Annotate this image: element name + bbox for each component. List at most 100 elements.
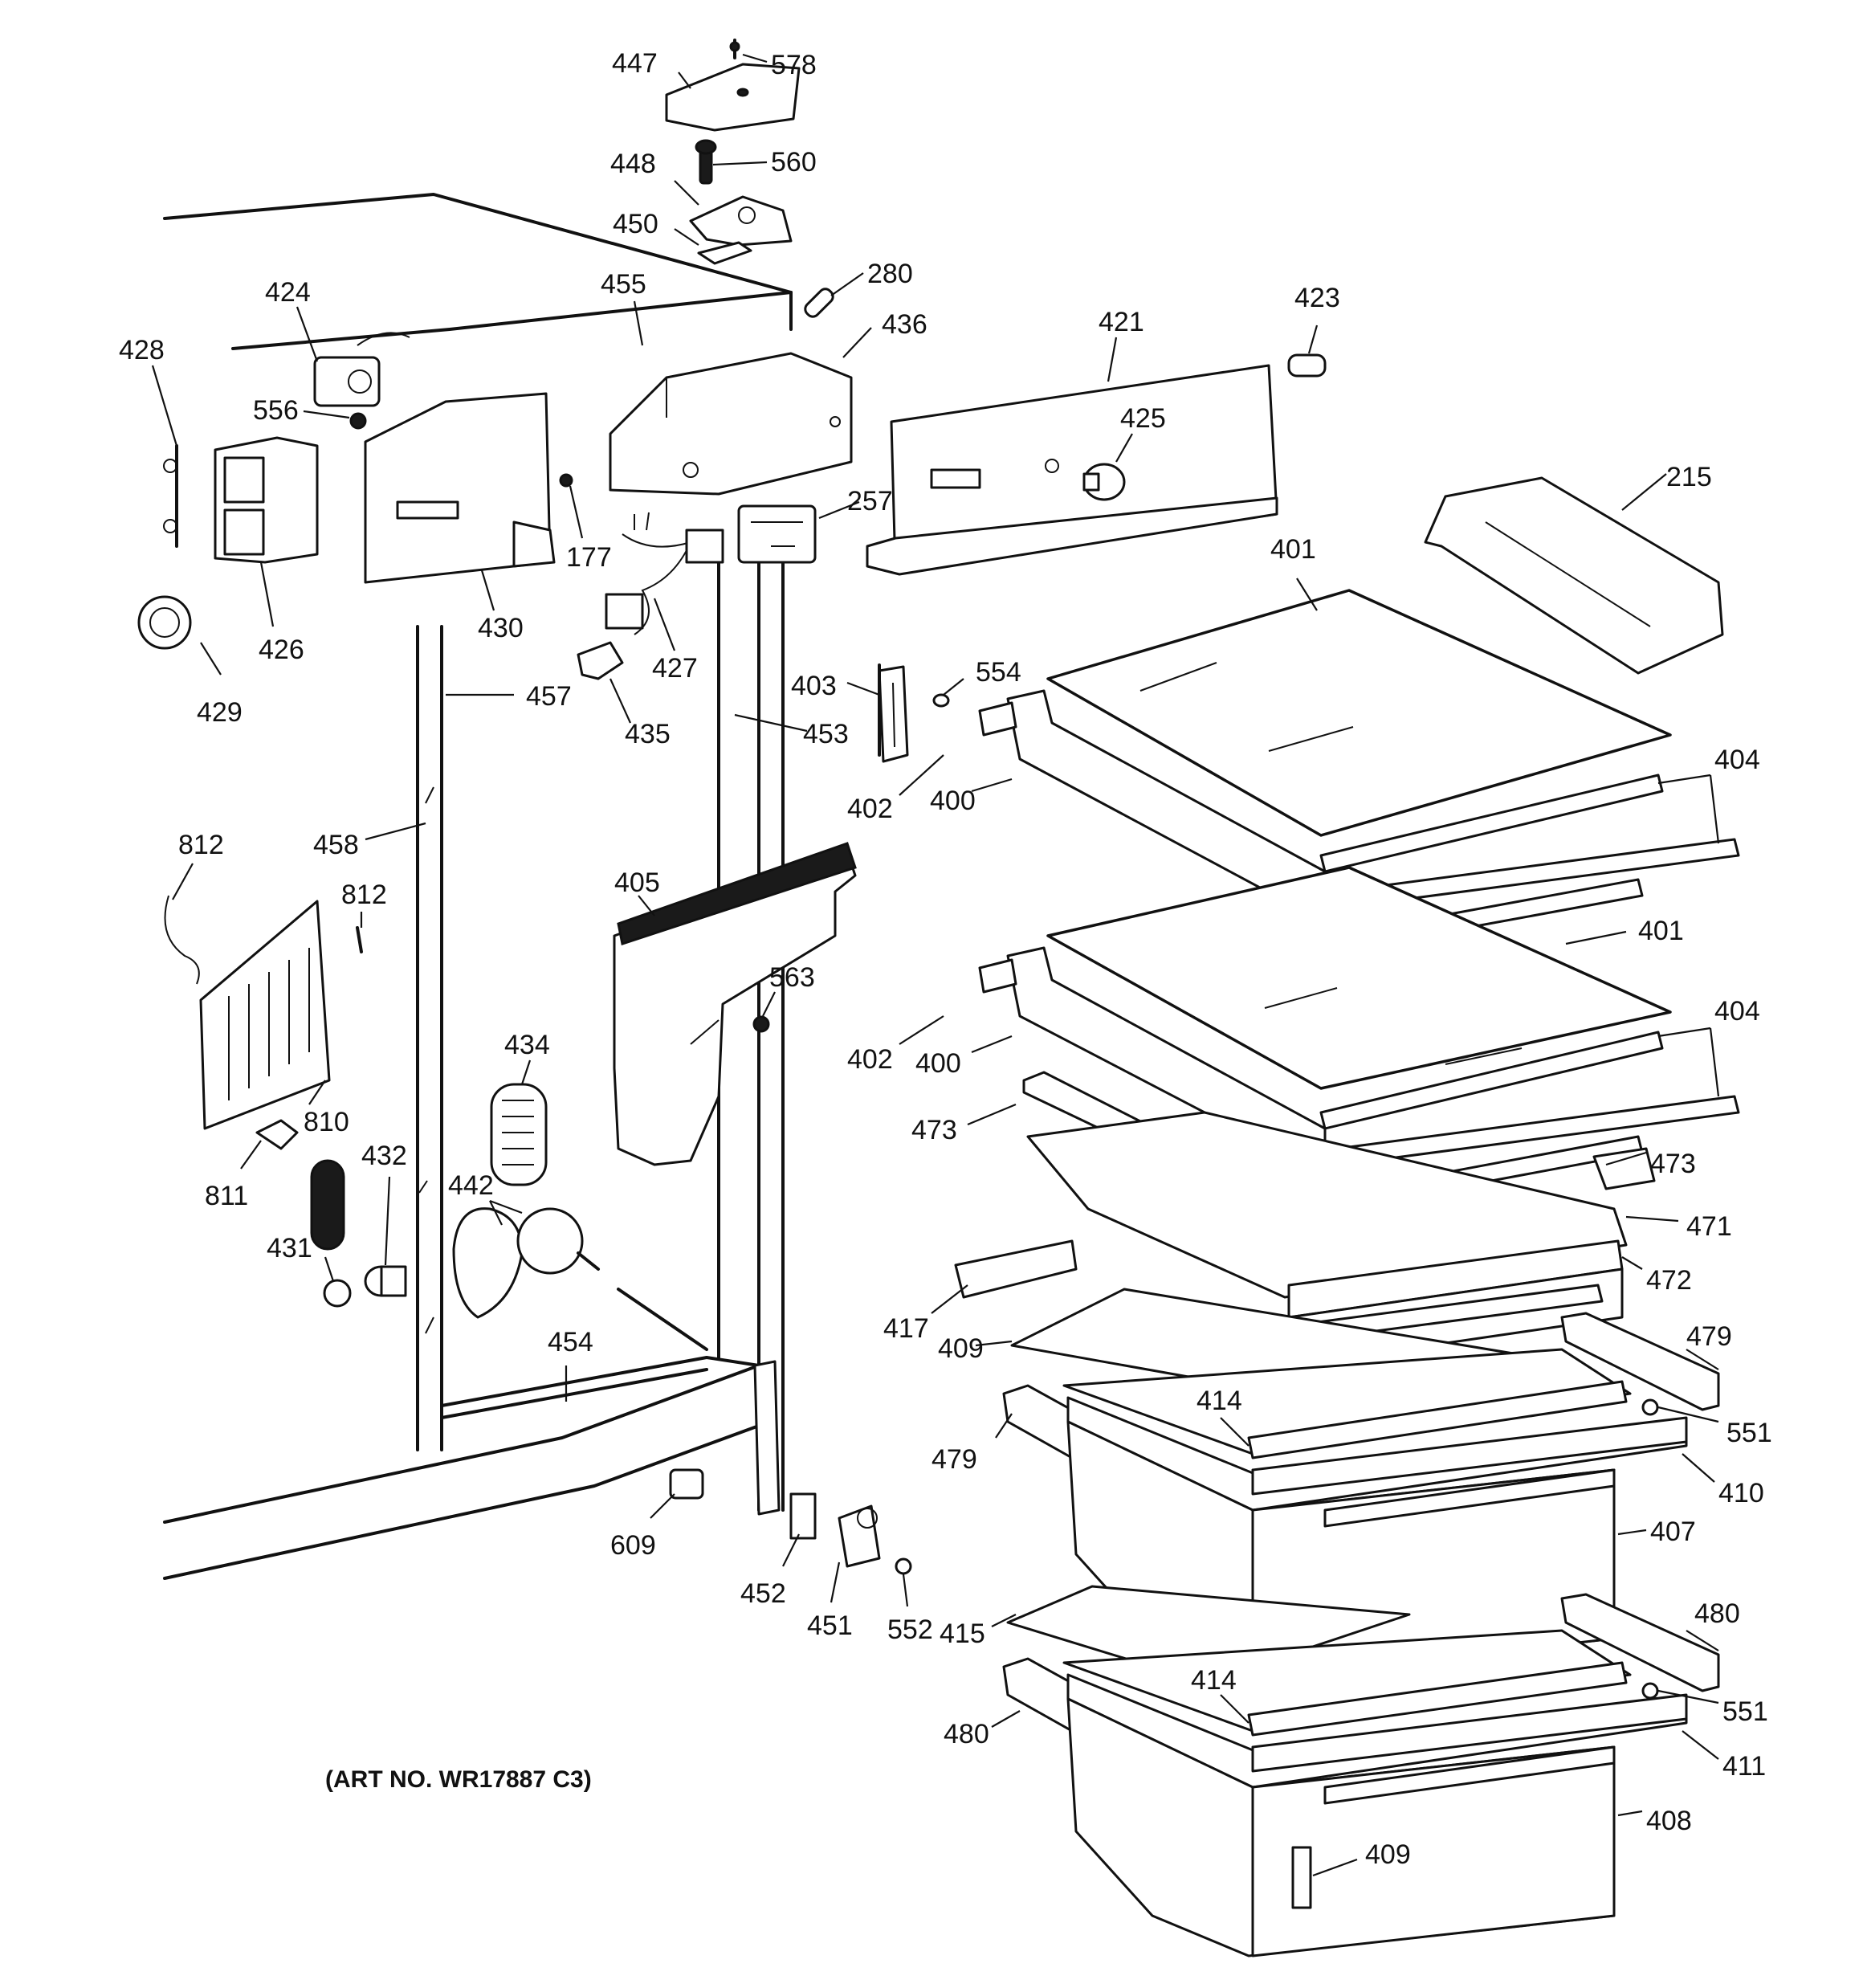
callout-423: 423 (1294, 283, 1340, 313)
screw-556 (349, 412, 367, 430)
callout-425: 425 (1120, 403, 1166, 434)
screw-177 (559, 473, 573, 488)
crisper-cover-414-upper (1062, 1348, 1632, 1459)
callout-257: 257 (847, 486, 893, 516)
frame-410 (1251, 1416, 1688, 1496)
slide-480-right (1560, 1593, 1720, 1692)
glass-shelf-lower (1046, 866, 1672, 1090)
callout-471: 471 (1686, 1211, 1732, 1242)
callout-421: 421 (1099, 307, 1144, 337)
callout-448: 448 (610, 149, 656, 179)
relay-257 (737, 504, 817, 564)
callout-551-upper: 551 (1726, 1418, 1772, 1448)
callout-560: 560 (771, 147, 817, 178)
callout-177: 177 (566, 542, 612, 573)
callout-415: 415 (940, 1619, 985, 1649)
callout-554: 554 (976, 657, 1021, 688)
callout-402-upper: 402 (847, 794, 893, 824)
callout-431: 431 (267, 1233, 312, 1263)
bracket-405 (613, 842, 857, 1166)
leader-lines (151, 53, 1720, 1877)
thermostat-424 (313, 332, 410, 407)
callout-812-right: 812 (341, 880, 387, 910)
callout-404-lower: 404 (1714, 996, 1760, 1027)
hinge-screw (729, 39, 740, 59)
callout-452: 452 (740, 1578, 786, 1609)
callout-215: 215 (1666, 462, 1712, 492)
slide-479-right (1560, 1312, 1720, 1411)
callout-428: 428 (119, 335, 165, 365)
callout-458: 458 (313, 830, 359, 860)
callout-400-upper: 400 (930, 786, 976, 816)
callout-450: 450 (613, 209, 658, 239)
screw-551-upper (1641, 1398, 1659, 1416)
callout-435: 435 (625, 719, 671, 749)
callout-436: 436 (882, 309, 927, 340)
control-box-cover (364, 392, 556, 584)
crisper-drawer-408 (1066, 1673, 1688, 1957)
callout-451: 451 (807, 1610, 853, 1641)
socket-431 (323, 1279, 352, 1308)
callout-280: 280 (867, 259, 913, 289)
screw-551-lower (1641, 1682, 1659, 1700)
callout-551-lower: 551 (1722, 1696, 1768, 1727)
callout-455: 455 (601, 269, 646, 300)
callout-609: 609 (610, 1530, 656, 1561)
callout-404-upper: 404 (1714, 745, 1760, 775)
rail-454 (753, 1360, 781, 1516)
control-panel-421 (866, 364, 1278, 576)
bulb-423 (1287, 353, 1327, 378)
bracket-428 (163, 444, 178, 548)
callout-812-left: 812 (178, 830, 224, 860)
callout-414-lower: 414 (1191, 1665, 1237, 1696)
callout-402-lower: 402 (847, 1044, 893, 1075)
callout-411: 411 (1722, 1751, 1766, 1782)
callout-407: 407 (1650, 1517, 1696, 1547)
light-housing (609, 352, 853, 496)
bin-215 (1424, 476, 1724, 675)
callout-429: 429 (197, 697, 243, 728)
callout-479-right: 479 (1686, 1321, 1732, 1352)
callout-414-upper: 414 (1196, 1386, 1242, 1416)
lens-431 (310, 1159, 345, 1251)
glass-shelf-upper (1046, 589, 1672, 837)
screw-563 (752, 1015, 770, 1033)
stop-609 (669, 1468, 704, 1500)
screw-552 (895, 1557, 912, 1575)
callout-labels: 578 447 560 448 450 280 455 436 424 428 … (119, 48, 1772, 1870)
callout-472: 472 (1646, 1265, 1692, 1296)
callout-811: 811 (205, 1181, 248, 1211)
callout-479-left: 479 (932, 1444, 977, 1475)
plate-452 (789, 1492, 817, 1540)
callout-447: 447 (612, 48, 658, 79)
fan-442 (452, 1207, 600, 1319)
callout-473-left: 473 (911, 1115, 957, 1145)
callout-473-right: 473 (1650, 1149, 1696, 1179)
wire-812 (164, 895, 363, 985)
crisper-cover-414-lower (1062, 1629, 1632, 1737)
hinge-cover (665, 63, 801, 132)
socket-435 (577, 641, 624, 680)
callout-426: 426 (259, 635, 304, 665)
support-473-right (1592, 1147, 1656, 1190)
callout-403: 403 (791, 671, 837, 701)
grille-434 (490, 1083, 548, 1186)
callout-424: 424 (265, 277, 311, 308)
callout-578: 578 (771, 50, 817, 80)
damper-426 (214, 436, 319, 564)
callout-480-right: 480 (1694, 1598, 1740, 1629)
hinge-bolt (695, 139, 717, 185)
callout-480-left: 480 (944, 1719, 989, 1749)
top-hinge (689, 195, 793, 247)
callout-556: 556 (253, 395, 299, 426)
knob-429 (137, 595, 192, 650)
rail-417 (954, 1239, 1078, 1299)
callout-442: 442 (448, 1170, 494, 1201)
harness-427 (605, 512, 724, 635)
knob-425 (1082, 463, 1126, 501)
callout-408: 408 (1646, 1806, 1692, 1836)
callout-409-lower: 409 (1365, 1839, 1411, 1870)
callout-454: 454 (548, 1327, 593, 1357)
callout-563: 563 (769, 962, 815, 993)
